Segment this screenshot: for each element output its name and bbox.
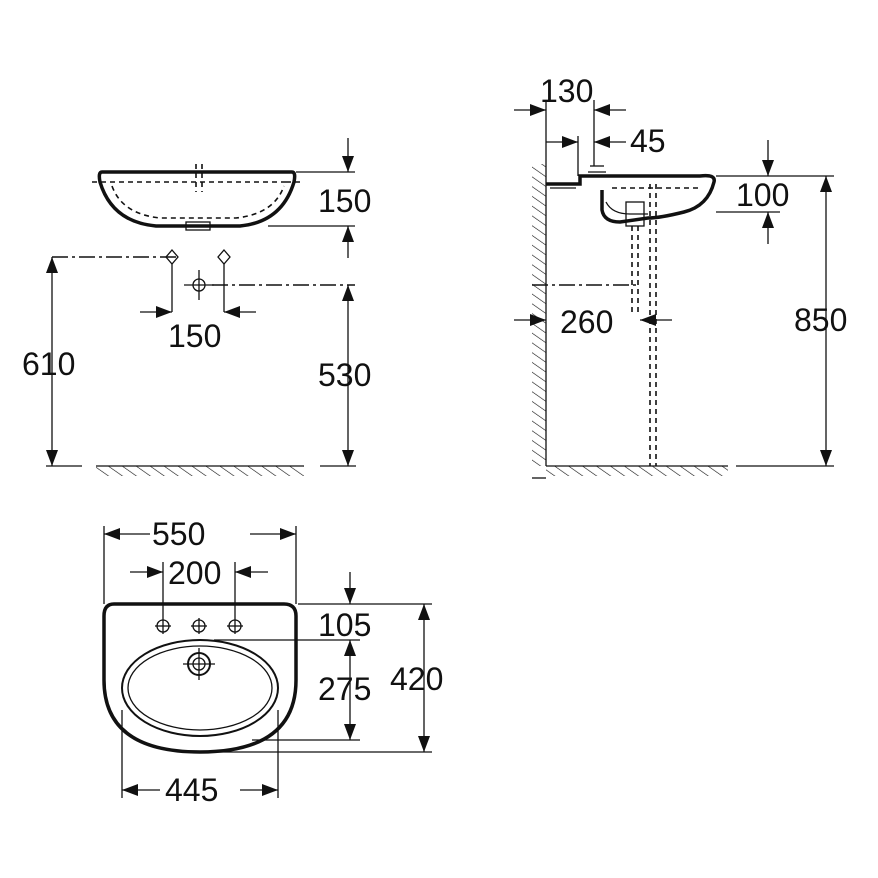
plan-view: 550 200 105 275 420 445: [102, 516, 443, 808]
dim-height-to-waste: 530: [318, 357, 371, 393]
dim-overall-height: 850: [794, 302, 847, 338]
plan-waste: [183, 648, 215, 680]
tap-hole-right: [227, 618, 243, 634]
dim-tap-offset: 45: [630, 123, 666, 159]
fixing-hole-right: [217, 249, 231, 265]
side-view: 130 45 100 260 850: [514, 73, 847, 479]
dim-waste-to-front: 275: [318, 671, 371, 707]
dim-inner-width: 445: [165, 772, 218, 808]
dim-rear-to-waste: 105: [318, 607, 371, 643]
dim-bowl-depth: 100: [736, 177, 789, 213]
front-view: 150 150 610 530: [22, 138, 371, 476]
dim-overall-depth: 420: [390, 661, 443, 697]
dim-waste-to-wall: 260: [560, 304, 613, 340]
dim-tap-spacing: 150: [168, 318, 221, 354]
wall-hatch: [532, 164, 546, 466]
dim-overall-width: 550: [152, 516, 205, 552]
tap-hole-left: [155, 618, 171, 634]
tap-hole-center: [191, 618, 207, 634]
dim-height-to-top: 610: [22, 346, 75, 382]
floor-hatch: [96, 466, 304, 476]
dim-wall-offset: 130: [540, 73, 593, 109]
dim-bowl-height: 150: [318, 183, 371, 219]
dim-tap-hole-spacing: 200: [168, 555, 221, 591]
waste-outlet: [184, 270, 214, 300]
side-floor-hatch: [546, 466, 728, 476]
